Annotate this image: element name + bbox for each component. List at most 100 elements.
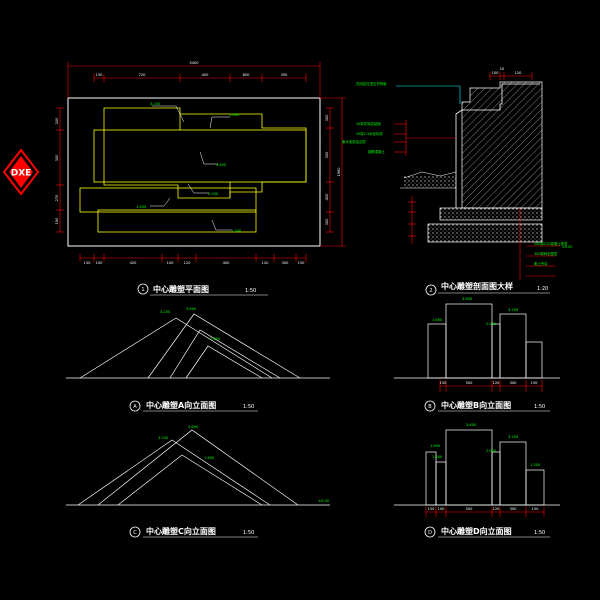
plan-bottom-dim-7: 120 [262, 261, 270, 265]
section-note-mid-4: 钢筋混凝土 [368, 149, 386, 154]
elev-d-level-1: 1.600 [430, 444, 441, 448]
plan-level-5: 1.400 [136, 205, 147, 209]
elev-c-level-2: 3.600 [188, 425, 199, 429]
elev-c-title: 中心雕塑C向立面图 [146, 526, 216, 536]
logo-text: DXE [11, 169, 32, 179]
elev-d-level-2: 1.400 [432, 455, 443, 459]
elev-d-dim-6: 150 [532, 507, 540, 511]
elev-d-scale: 1:50 [534, 530, 545, 536]
elev-c-ground-level: ±0.00 [318, 499, 330, 503]
plan-top-dim-1: 150 [96, 73, 104, 77]
plan-top-dim-4: 800 [243, 73, 251, 77]
section-title: 中心雕塑剖面图大样 [441, 281, 513, 291]
elev-b-dim-2: 500 [466, 381, 474, 385]
plan-left-dim-2: 300 [55, 154, 59, 162]
elev-d-title: 中心雕塑D向立面图 [441, 526, 512, 536]
plan-right-dim-chain [326, 107, 334, 233]
plan-level-3: 3.600 [216, 163, 227, 167]
elev-a-title: 中心雕塑A向立面图 [146, 400, 216, 410]
section-top-dim-2: 10 [500, 67, 505, 71]
plan-top-dim-chain [93, 74, 307, 82]
plan-right-dim-1: 300 [325, 114, 329, 122]
plan-bottom-dim-5: 120 [184, 261, 192, 265]
plan-left-dim-4: 190 [55, 217, 59, 225]
elevation-b: 1.600 3.600 2.000 3.200 150 500 120 300 … [394, 297, 560, 412]
plan-top-dim-3: 400 [202, 73, 210, 77]
elev-b-level-3: 2.000 [486, 322, 497, 326]
elev-c-bubble: C [133, 530, 137, 536]
section-level: ±0.00 [562, 245, 572, 249]
elev-d-dim-3: 500 [466, 507, 474, 511]
elevation-a: 3.200 3.600 1.600 A 中心雕塑A向立面图 1:50 [66, 307, 330, 412]
plan-bubble: 1 [141, 287, 144, 293]
dxe-logo: DXE [2, 148, 40, 196]
plan-left-dim-chain [56, 107, 64, 233]
plan-overall-dim: 3400 [189, 61, 199, 65]
elev-d-dim-5: 300 [510, 507, 518, 511]
elev-b-level-1: 1.600 [432, 318, 443, 322]
plan-bottom-dim-2: 100 [96, 261, 104, 265]
section-note-mid-2: 20厚1:3水泥砂浆 [356, 131, 383, 136]
elev-a-bubble: A [133, 404, 137, 410]
section-note-mid-3: 素水泥浆结合层 [342, 139, 366, 144]
elev-b-dim-3: 120 [493, 381, 501, 385]
elev-a-level-1: 3.200 [160, 310, 171, 314]
elev-d-dim-2: 100 [438, 507, 446, 511]
plan-right-dim-3: 400 [325, 193, 329, 201]
plan-view: 3.200 1.600 3.600 2.000 1.400 1.300 3400… [55, 61, 346, 296]
section-top-dim-3: 120 [515, 71, 523, 75]
section-top-dim-1: 100 [492, 71, 500, 75]
section-top-dim-chain [489, 72, 533, 80]
elev-c-level-1: 3.200 [158, 436, 169, 440]
elev-a-scale: 1:50 [243, 404, 254, 410]
plan-top-dim-2: 720 [139, 73, 147, 77]
plan-right-dim-4: 300 [325, 218, 329, 226]
plan-scale: 1:50 [245, 288, 256, 294]
section-bubble: 2 [429, 288, 432, 294]
plan-level-leaders [150, 105, 232, 231]
section-note-mid-1: 30厚花岗岩贴面 [356, 121, 381, 126]
elev-c-level-3: 1.600 [204, 456, 215, 460]
plan-bottom-dim-chain [79, 254, 307, 262]
section-note-top-1: 花岗岩压顶石材饰面 [356, 81, 387, 86]
elev-b-dim-1: 150 [440, 381, 448, 385]
plan-level-6: 1.300 [231, 229, 242, 233]
elev-d-level-6: 1.300 [530, 463, 541, 467]
elev-d-dim-chain [425, 507, 545, 517]
elev-b-dim-5: 150 [531, 381, 539, 385]
plan-sculpture-blocks [79, 107, 307, 233]
plan-bottom-dim-4: 100 [167, 261, 175, 265]
elev-c-scale: 1:50 [243, 530, 254, 536]
elev-d-dim-4: 120 [493, 507, 501, 511]
plan-overall-dimension [67, 62, 321, 98]
section-scale: 1:20 [537, 286, 548, 292]
elevation-d: 1.600 1.400 3.600 2.000 3.200 1.300 150 … [394, 423, 560, 538]
section-note-bottom-1: 200厚C20混凝土垫层 [534, 241, 568, 246]
plan-bottom-dim-3: 420 [130, 261, 138, 265]
elev-d-level-3: 3.600 [466, 423, 477, 427]
plan-level-4: 2.000 [208, 192, 219, 196]
elev-b-bubble: B [428, 404, 432, 410]
plan-height-dim: 1560 [337, 167, 341, 177]
elev-d-level-4: 2.000 [486, 449, 497, 453]
plan-title: 中心雕塑平面图 [153, 284, 209, 294]
plan-bottom-dim-1: 150 [84, 261, 92, 265]
elev-a-level-2: 3.600 [186, 307, 197, 311]
plan-left-dim-3: 270 [55, 194, 59, 202]
plan-level-1: 3.200 [150, 102, 161, 106]
section-note-bottom-2: 300厚碎石垫层 [534, 251, 558, 256]
section-left-dim-chain [408, 196, 416, 244]
plan-bottom-dim-6: 400 [223, 261, 231, 265]
elevation-c: 3.200 3.600 1.600 ±0.00 C 中心雕塑C向立面图 1:50 [66, 425, 330, 538]
elev-b-title: 中心雕塑B向立面图 [441, 400, 511, 410]
elev-b-scale: 1:50 [534, 404, 545, 410]
plan-height-dimension [320, 97, 346, 247]
elev-d-bubble: D [428, 530, 432, 536]
elev-d-dim-1: 150 [428, 507, 436, 511]
elev-b-dim-4: 300 [510, 381, 518, 385]
section-detail: 100 10 120 花岗岩压顶石材饰面 30厚花岗岩贴面 20厚1:3水泥砂浆… [342, 67, 572, 296]
elev-d-level-5: 3.200 [508, 435, 519, 439]
elev-b-level-2: 3.600 [462, 297, 473, 301]
plan-level-2: 1.600 [229, 113, 240, 117]
